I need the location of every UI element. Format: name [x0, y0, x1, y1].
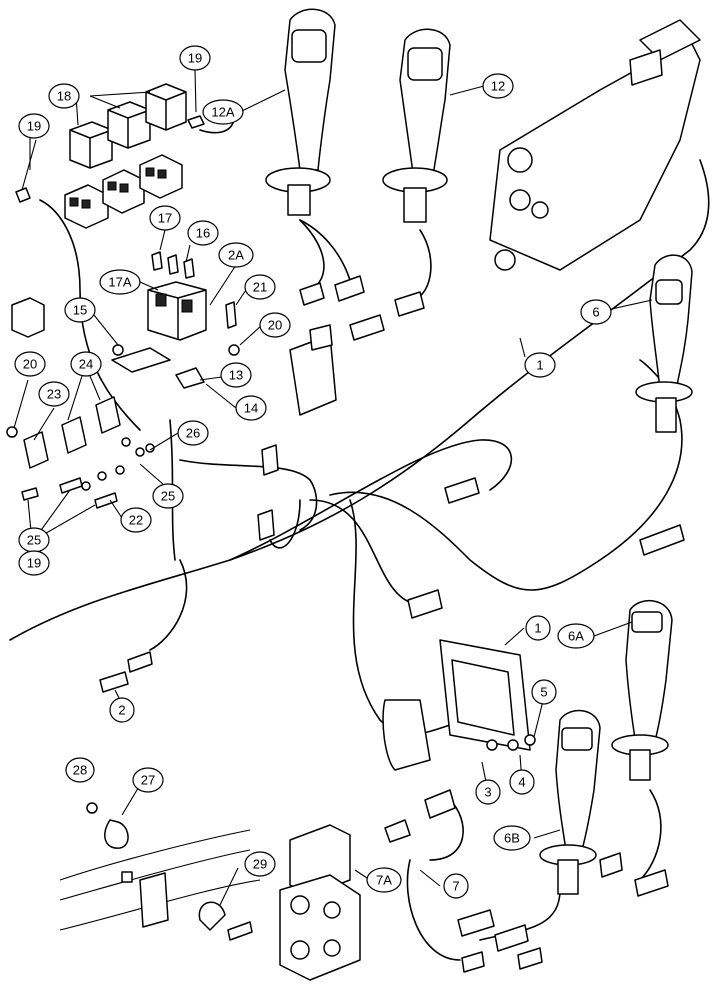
- callout-27: 27: [132, 767, 164, 793]
- svg-text:17A: 17A: [108, 275, 131, 290]
- callout-12: 12: [482, 73, 514, 99]
- svg-text:20: 20: [268, 318, 282, 333]
- callout-2: 2: [109, 697, 135, 723]
- svg-text:15: 15: [73, 303, 87, 318]
- svg-text:26: 26: [186, 426, 200, 441]
- callout-29: 29: [244, 851, 276, 877]
- callout-14: 14: [235, 395, 267, 421]
- svg-text:5: 5: [540, 685, 547, 700]
- svg-text:4: 4: [518, 775, 525, 790]
- svg-text:24: 24: [79, 357, 93, 372]
- svg-text:2A: 2A: [228, 248, 244, 263]
- svg-text:2: 2: [118, 703, 125, 718]
- control-valve: [489, 19, 701, 271]
- svg-text:22: 22: [129, 513, 143, 528]
- callout-26: 26: [177, 420, 209, 446]
- callout-6B: 6B: [493, 825, 531, 851]
- svg-text:14: 14: [244, 401, 258, 416]
- callout-19-top: 19: [179, 45, 211, 71]
- callout-3: 3: [475, 779, 501, 805]
- svg-text:6B: 6B: [504, 831, 520, 846]
- svg-text:28: 28: [73, 763, 87, 778]
- switch-set: [6, 396, 155, 509]
- svg-text:23: 23: [47, 387, 61, 402]
- callout-6A: 6A: [557, 623, 595, 649]
- callout-7: 7: [443, 873, 469, 899]
- callout-4: 4: [509, 769, 535, 795]
- callout-19-bottom: 19: [18, 550, 50, 576]
- svg-text:6A: 6A: [568, 629, 584, 644]
- joystick-12A: [265, 8, 336, 216]
- callout-6: 6: [580, 299, 612, 325]
- callout-16: 16: [187, 220, 219, 246]
- clamps: [86, 802, 253, 941]
- solenoid-valve: [279, 789, 456, 981]
- callout-24: 24: [70, 351, 102, 377]
- svg-text:25: 25: [27, 533, 41, 548]
- svg-text:19: 19: [188, 51, 202, 66]
- svg-text:7A: 7A: [376, 873, 392, 888]
- callout-5: 5: [531, 679, 557, 705]
- svg-text:25: 25: [161, 489, 175, 504]
- svg-text:3: 3: [484, 785, 491, 800]
- callout-21: 21: [244, 274, 276, 300]
- svg-text:6: 6: [592, 305, 599, 320]
- svg-text:7: 7: [452, 879, 459, 894]
- callout-7A: 7A: [366, 867, 402, 893]
- svg-text:12: 12: [491, 79, 505, 94]
- svg-text:19: 19: [27, 556, 41, 571]
- callout-2A: 2A: [218, 242, 254, 268]
- callout-13: 13: [220, 362, 252, 388]
- joystick-12: [382, 28, 451, 223]
- svg-text:1: 1: [534, 621, 541, 636]
- relay-set: [11, 83, 205, 338]
- svg-text:13: 13: [229, 368, 243, 383]
- callout-15: 15: [64, 297, 96, 323]
- callout-1-bottom: 1: [525, 615, 551, 641]
- callout-12A: 12A: [202, 99, 244, 125]
- svg-text:19: 19: [27, 119, 41, 134]
- callout-17: 17: [149, 205, 181, 231]
- callout-23: 23: [38, 381, 70, 407]
- fuse-block: [111, 251, 240, 389]
- svg-text:18: 18: [57, 89, 71, 104]
- connectors: [99, 275, 685, 973]
- svg-text:27: 27: [141, 773, 155, 788]
- callout-25-left: 25: [18, 527, 50, 553]
- callout-19-left: 19: [18, 113, 50, 139]
- svg-text:12A: 12A: [211, 105, 234, 120]
- callout-18: 18: [48, 83, 80, 109]
- joystick-6B: [539, 709, 601, 895]
- svg-text:20: 20: [23, 357, 37, 372]
- svg-text:29: 29: [253, 857, 267, 872]
- svg-text:17: 17: [158, 211, 172, 226]
- callout-17A: 17A: [99, 269, 141, 295]
- callout-1-top: 1: [524, 352, 556, 378]
- svg-text:16: 16: [196, 226, 210, 241]
- callout-28: 28: [65, 757, 95, 783]
- callout-20-right: 20: [259, 312, 291, 338]
- controller-module: [289, 324, 536, 771]
- callout-20-left: 20: [14, 351, 46, 377]
- joystick-6: [635, 254, 693, 433]
- svg-text:21: 21: [253, 280, 267, 295]
- callout-25-right: 25: [152, 483, 184, 509]
- callout-22: 22: [120, 507, 152, 533]
- joystick-6A: [611, 600, 673, 781]
- svg-text:1: 1: [536, 358, 543, 373]
